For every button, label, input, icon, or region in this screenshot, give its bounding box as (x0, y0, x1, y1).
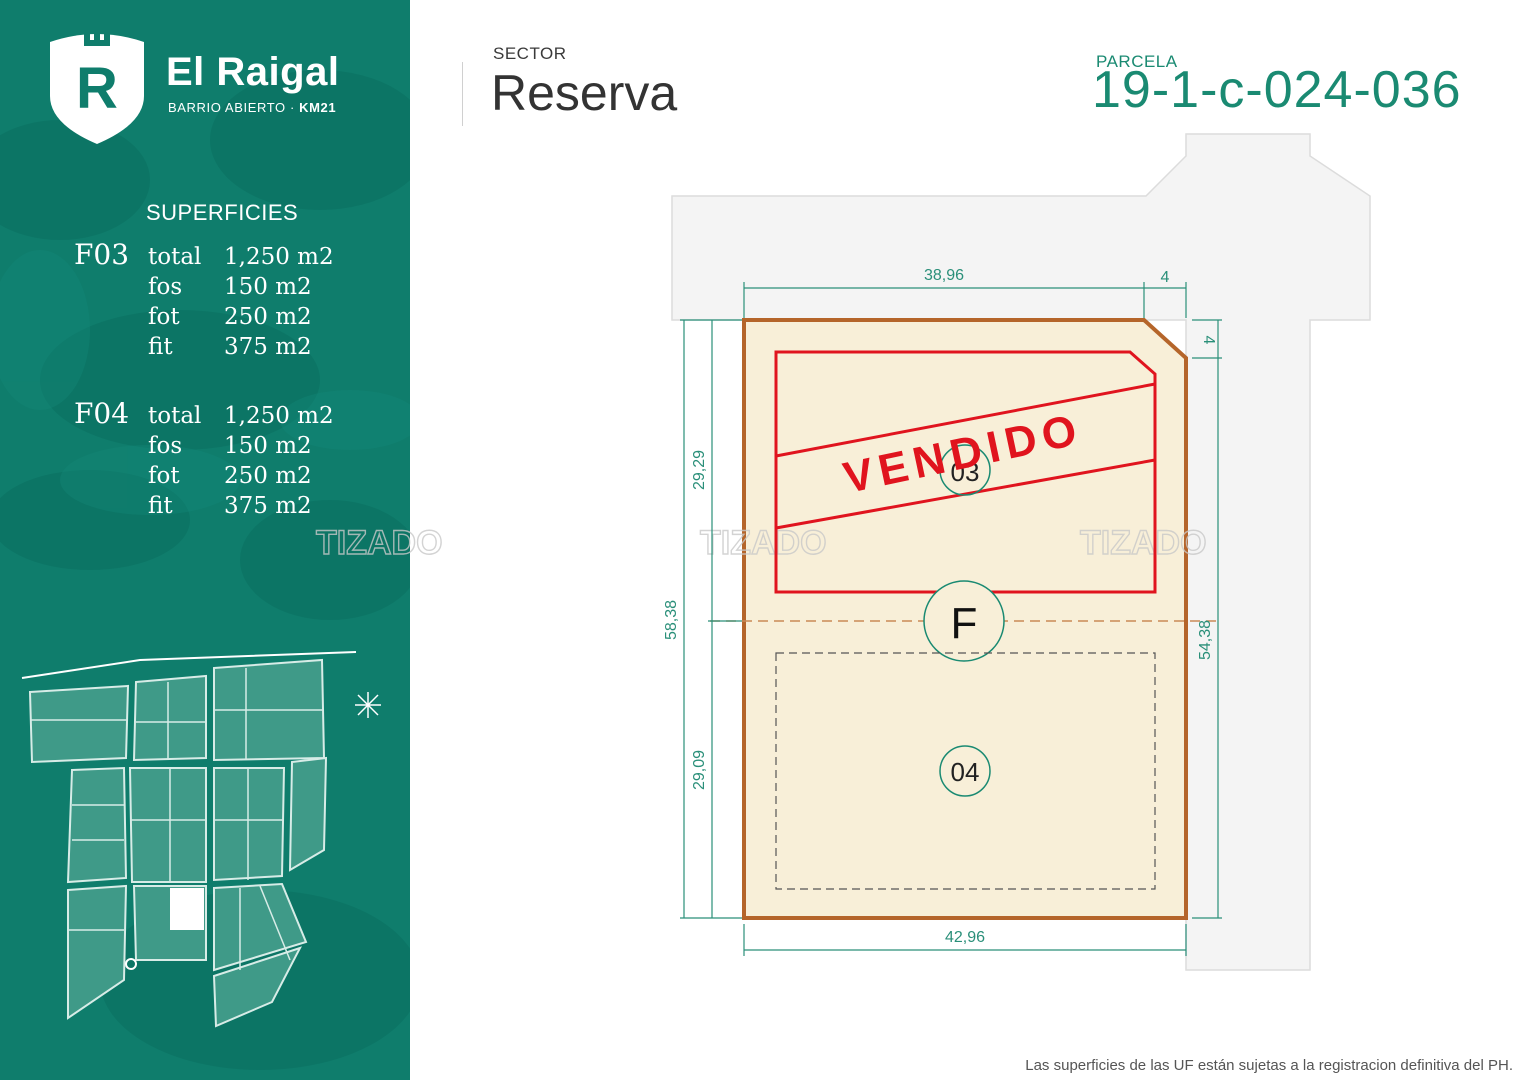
superficies-title: SUPERFICIES (146, 200, 299, 225)
brand-km: KM21 (299, 100, 337, 115)
lot-code: F03 (74, 238, 130, 271)
dim-bottom: 42,96 (945, 929, 985, 946)
dim-left-upper: 29,29 (691, 450, 708, 490)
lot-03-sold-outline (774, 350, 1157, 594)
lot-04-buildable-outline (775, 652, 1156, 890)
current-parcel-marker (170, 888, 204, 930)
lot-04-label: 04 (951, 757, 980, 787)
dimension-lines (680, 282, 1222, 956)
parcel-label: PARCELA (1096, 52, 1178, 71)
area-key: fos (148, 433, 183, 459)
map-block (288, 756, 328, 872)
area-key: total (148, 244, 202, 270)
area-key: fit (148, 334, 173, 360)
lot-number-circle (939, 444, 991, 496)
el-raigal-logo: R (50, 34, 144, 144)
dim-top: 38,96 (924, 267, 964, 284)
dim-corner-top: 4 (1161, 269, 1170, 286)
map-block (28, 684, 130, 764)
map-block (128, 767, 207, 883)
dim-corner-side: 4 (1200, 336, 1217, 345)
watermark: TIZADO (700, 524, 827, 562)
area-value: 250 m2 (224, 463, 312, 489)
area-key: fos (148, 274, 183, 300)
area-value: 250 m2 (224, 304, 312, 330)
sidebar: R El Raigal BARRIO ABIERTO · KM21 SUPERF… (0, 0, 410, 1080)
area-value: 150 m2 (224, 274, 312, 300)
dim-left-total: 58,38 (663, 600, 680, 640)
area-value: 1,250 m2 (224, 244, 334, 270)
stamp-band-bottom (775, 458, 1156, 530)
neighborhood-minimap (21, 651, 381, 1028)
area-key: fot (148, 304, 180, 330)
area-key: fit (148, 493, 173, 519)
area-value: 150 m2 (224, 433, 312, 459)
dim-right-total: 54,38 (1197, 620, 1214, 660)
brand-subtitle: BARRIO ABIERTO · KM21 (168, 100, 336, 115)
sector-label: SECTOR (493, 44, 567, 63)
map-block (132, 674, 207, 762)
lot-03-label: 03 (951, 457, 980, 487)
lot-number-circle (939, 745, 991, 797)
map-block (66, 766, 128, 884)
dim-left-lower: 29,09 (691, 750, 708, 790)
foliage-texture (0, 70, 410, 1070)
brand-subtitle-text: BARRIO ABIERTO · (168, 100, 295, 115)
lot-code: F04 (74, 397, 130, 430)
area-key: fot (148, 463, 180, 489)
logo-letter: R (76, 56, 118, 121)
map-block (213, 882, 308, 972)
block-circle (923, 580, 1005, 662)
header-divider (462, 62, 463, 126)
block-f-label: F (951, 599, 978, 648)
map-block (213, 767, 286, 882)
watermark: TIZADO (316, 524, 443, 562)
map-block (212, 946, 303, 1028)
footnote: Las superficies de las UF están sujetas … (1025, 1057, 1513, 1074)
compass-rose-icon (355, 692, 381, 718)
brand-name: El Raigal (166, 50, 340, 94)
stamp-band-top (775, 382, 1156, 458)
parcel-id: 19-1-c-024-036 (1092, 61, 1462, 119)
sector-name: Reserva (491, 65, 678, 121)
watermark: TIZADO (1080, 524, 1207, 562)
map-block (67, 884, 128, 1020)
area-value: 375 m2 (224, 493, 312, 519)
area-key: total (148, 403, 202, 429)
area-value: 1,250 m2 (224, 403, 334, 429)
area-value: 375 m2 (224, 334, 312, 360)
